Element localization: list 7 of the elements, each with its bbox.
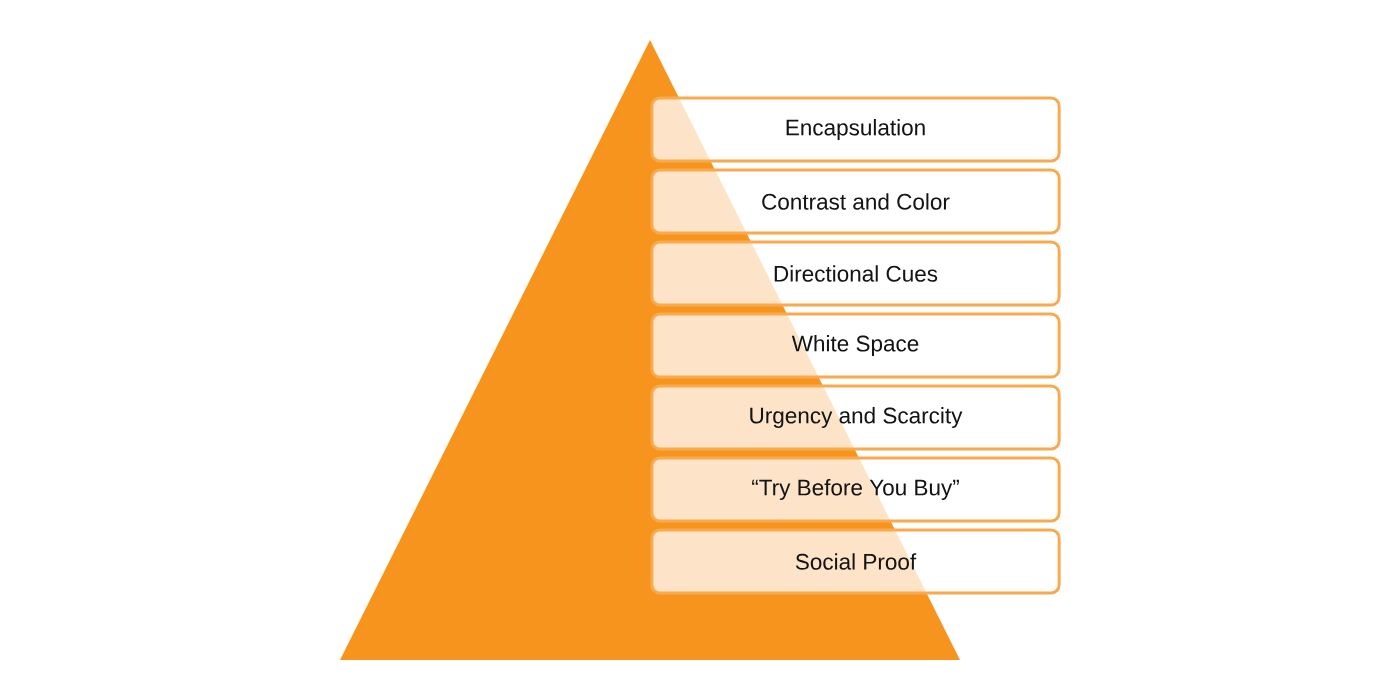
level-box: Encapsulation — [650, 96, 1061, 163]
level-box: Directional Cues — [650, 240, 1061, 307]
level-box: “Try Before You Buy” — [650, 456, 1061, 523]
level-box: Urgency and Scarcity — [650, 384, 1061, 451]
level-box: Contrast and Color — [650, 168, 1061, 235]
level-box: White Space — [650, 312, 1061, 379]
level-box: Social Proof — [650, 528, 1061, 595]
